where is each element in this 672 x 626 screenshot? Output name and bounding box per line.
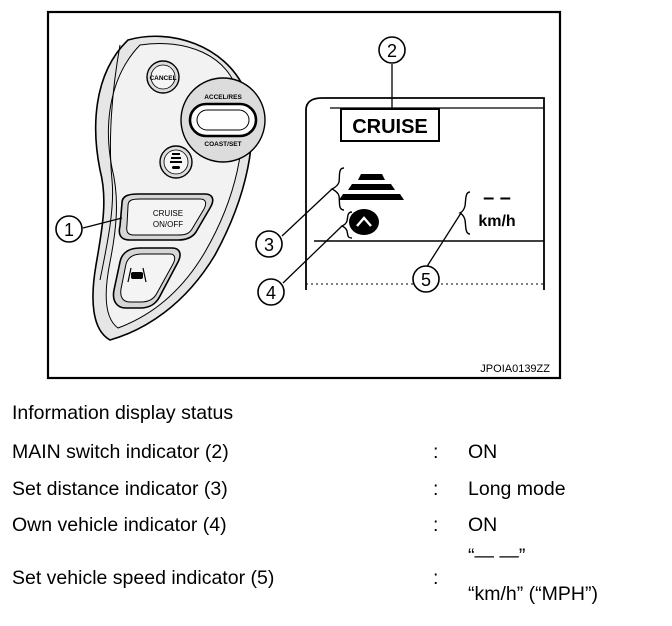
row-set-speed-label: Set vehicle speed indicator (5) (12, 567, 275, 589)
callout-3: 3 (255, 230, 283, 258)
row-own-vehicle-sep: : (433, 514, 439, 536)
callout-1: 1 (55, 215, 83, 243)
main-switch-indicator: CRUISE (340, 108, 440, 142)
cruise-indicator-label: CRUISE (352, 116, 428, 138)
row-set-speed-value-line1: “— —” (468, 545, 526, 567)
svg-text:5: 5 (421, 270, 431, 290)
cancel-button[interactable]: CANCEL (146, 60, 180, 94)
speed-unit-label: km/h (478, 213, 515, 230)
cruise-control-illustration: CANCEL ACCEL/RES COAST/SET CRUISE ON/OFF (46, 10, 562, 380)
row-set-distance-value: Long mode (468, 478, 566, 500)
distance-button[interactable] (159, 145, 193, 179)
cruise-button-label-line1: CRUISE (153, 209, 183, 218)
lane-assist-button[interactable] (112, 247, 181, 309)
svg-text:3: 3 (264, 235, 274, 255)
svg-text:2: 2 (387, 41, 397, 61)
row-main-switch-label: MAIN switch indicator (2) (12, 441, 229, 463)
row-own-vehicle-value: ON (468, 514, 498, 536)
callout-leaders (82, 64, 462, 284)
figure-code: JPOIA0139ZZ (480, 363, 550, 375)
vehicle-lane-icon (127, 267, 147, 283)
distance-icon (170, 153, 182, 169)
row-set-speed-sep: : (433, 567, 439, 589)
set-speed-indicator: – – km/h (458, 187, 516, 235)
own-vehicle-indicator (340, 209, 379, 239)
row-set-distance-label: Set distance indicator (3) (12, 478, 228, 500)
row-main-switch-sep: : (433, 441, 439, 463)
cancel-button-label: CANCEL (149, 75, 176, 82)
set-distance-indicator (330, 167, 404, 211)
svg-text:4: 4 (266, 283, 276, 303)
callout-4: 4 (257, 278, 285, 306)
information-display: CRUISE – – km/h (305, 97, 545, 290)
row-own-vehicle-label: Own vehicle indicator (4) (12, 514, 227, 536)
callout-2: 2 (378, 36, 406, 64)
cruise-on-off-button[interactable]: CRUISE ON/OFF (118, 193, 214, 241)
accel-res-label: ACCEL/RES (204, 94, 242, 101)
svg-text:1: 1 (64, 220, 74, 240)
callout-5: 5 (412, 265, 440, 293)
row-main-switch-value: ON (468, 441, 498, 463)
row-set-speed-value-line2: “km/h” (“MPH”) (468, 583, 598, 605)
row-set-distance-sep: : (433, 478, 439, 500)
accel-coast-rocker[interactable]: ACCEL/RES COAST/SET (180, 77, 266, 163)
cruise-button-label-line2: ON/OFF (153, 220, 183, 229)
speed-placeholder: – – (483, 187, 511, 209)
status-heading: Information display status (12, 402, 234, 424)
coast-set-label: COAST/SET (204, 141, 241, 148)
